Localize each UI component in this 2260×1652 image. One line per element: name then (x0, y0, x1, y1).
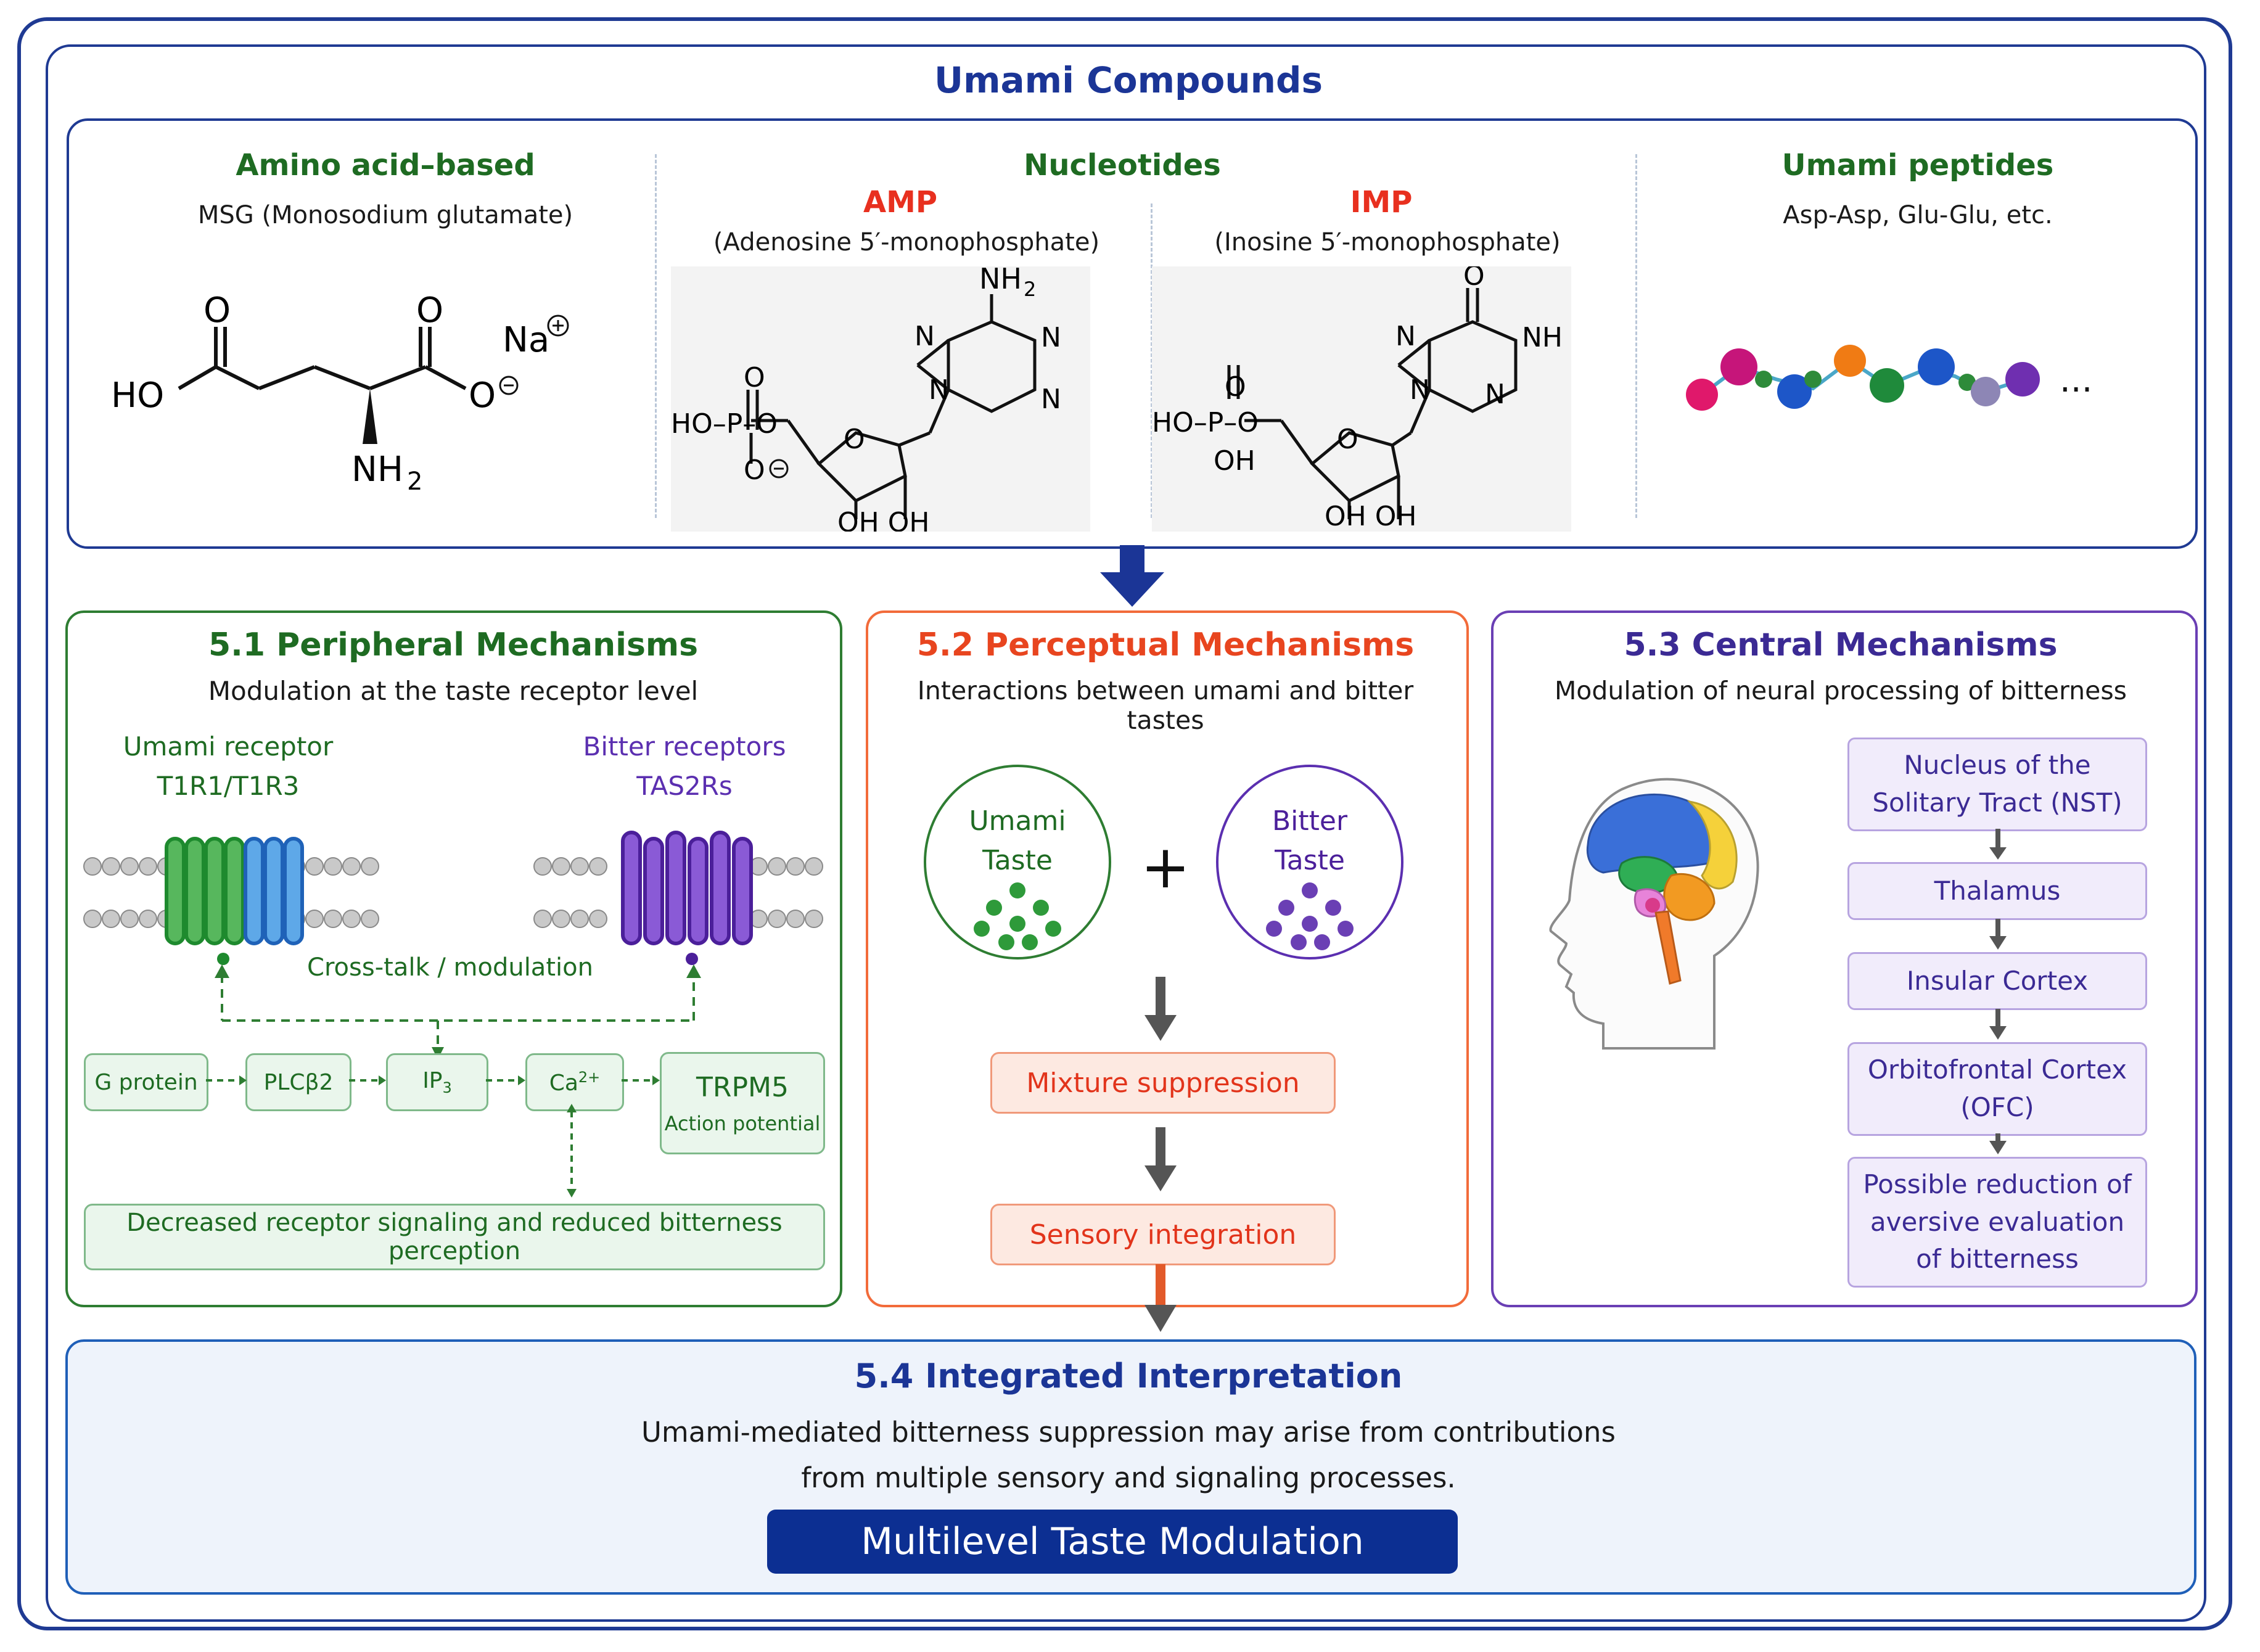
central-flow-arrows (1989, 829, 2007, 1154)
divider (655, 154, 657, 518)
arrow-down-icon (1144, 1127, 1177, 1191)
perceptual-panel (866, 610, 1469, 1307)
arrow-down-icon (1144, 977, 1177, 1041)
peptides-name: Asp-Asp, Glu-Glu, etc. (1783, 201, 2053, 229)
page-title: Umami Compounds (934, 59, 1323, 101)
umami-receptor-icon (83, 837, 379, 965)
peptides-heading: Umami peptides (1781, 148, 2054, 183)
bitter-taste-circle (1216, 765, 1403, 960)
svg-text:OH OH: OH OH (1325, 501, 1416, 532)
msg-name: MSG (Monosodium glutamate) (197, 201, 573, 229)
peptides-ellipsis: ... (2060, 360, 2092, 400)
svg-text:O: O (416, 290, 443, 331)
svg-text:O: O (1225, 371, 1246, 403)
outcome-box: Decreased receptor signaling and reduced… (84, 1204, 825, 1270)
svg-text:NH: NH (979, 266, 1022, 295)
svg-text:HO–P–O: HO–P–O (671, 408, 778, 440)
thalamus-box: Thalamus (1847, 862, 2147, 920)
imp-label: IMP (1350, 185, 1413, 220)
plc-box: PLCβ2 (245, 1053, 351, 1111)
svg-text:O: O (1463, 266, 1485, 292)
sensory-integration-box: Sensory integration (990, 1204, 1336, 1265)
svg-text:OH OH: OH OH (837, 507, 929, 532)
svg-text:N: N (1041, 322, 1061, 353)
ip3-box: IP3 (386, 1053, 488, 1111)
plus-sign: + (1140, 832, 1191, 902)
insular-cortex-box: Insular Cortex (1847, 952, 2147, 1010)
svg-text:O: O (203, 290, 231, 331)
divider (1151, 203, 1153, 518)
svg-text:O: O (744, 454, 765, 486)
ofc-box: Orbitofrontal Cortex(OFC) (1847, 1042, 2147, 1136)
svg-text:N: N (1041, 384, 1061, 415)
amp-name: (Adenosine 5′-monophosphate) (713, 228, 1100, 257)
bitter-receptor-label: Bitter receptors (583, 731, 786, 762)
perceptual-title: 5.2 Perceptual Mechanisms (916, 627, 1415, 664)
arrow-down-icon (1144, 1264, 1177, 1332)
outer-frame (17, 17, 2232, 1630)
crosstalk-arrows (215, 964, 701, 1059)
pathway-arrows (206, 1075, 660, 1198)
svg-text:OH: OH (1214, 445, 1255, 477)
amino-heading: Amino acid–based (236, 148, 535, 183)
svg-text:NH: NH (1522, 322, 1563, 353)
svg-text:HO: HO (111, 376, 164, 416)
divider (1635, 154, 1637, 518)
imp-structure: O N NH N N O HO–P–O O OH OH OH (1152, 266, 1571, 532)
svg-text:N: N (1410, 374, 1430, 406)
central-title: 5.3 Central Mechanisms (1624, 627, 2058, 664)
mixture-suppression-box: Mixture suppression (990, 1052, 1336, 1114)
peptide-chain-icon: ... (1686, 345, 2092, 411)
central-subtitle: Modulation of neural processing of bitte… (1554, 676, 2127, 705)
g-protein-box: G protein (84, 1053, 208, 1111)
svg-text:O: O (469, 376, 496, 416)
svg-text:NH: NH (351, 450, 403, 490)
svg-text:N: N (929, 374, 949, 406)
imp-name: (Inosine 5′-monophosphate) (1214, 228, 1561, 257)
peripheral-panel (65, 610, 842, 1307)
integrated-line2: from multiple sensory and signaling proc… (801, 1461, 1456, 1494)
trpm5-box: TRPM5 Action potential (660, 1052, 825, 1154)
peripheral-subtitle: Modulation at the taste receptor level (208, 676, 699, 706)
peripheral-title: 5.1 Peripheral Mechanisms (208, 627, 699, 664)
amp-label: AMP (863, 185, 938, 220)
svg-text:N: N (1485, 379, 1505, 410)
perceptual-subtitle: Interactions between umami and bitter ta… (917, 676, 1414, 735)
nucleotides-heading: Nucleotides (1024, 148, 1221, 183)
svg-text:N: N (914, 321, 935, 352)
integrated-line1: Umami-mediated bitterness suppression ma… (641, 1416, 1616, 1449)
multilevel-banner: Multilevel Taste Modulation (767, 1510, 1458, 1574)
bitter-receptor-id: TAS2Rs (636, 771, 733, 801)
svg-text:O: O (844, 424, 865, 455)
svg-text:Na: Na (503, 320, 549, 360)
svg-text:2: 2 (1024, 277, 1036, 301)
svg-text:HO–P–O: HO–P–O (1152, 407, 1259, 438)
umami-receptor-id: T1R1/T1R3 (157, 771, 300, 801)
brain-head-icon (1549, 778, 1759, 1050)
umami-receptor-label: Umami receptor (123, 731, 334, 762)
down-arrow-icon (1100, 545, 1164, 607)
svg-text:O: O (1337, 424, 1358, 455)
svg-text:N: N (1395, 321, 1416, 352)
integrated-title: 5.4 Integrated Interpretation (854, 1357, 1403, 1395)
svg-text:2: 2 (407, 467, 422, 493)
crosstalk-label: Cross-talk / modulation (307, 953, 593, 982)
bitter-receptor-icon (533, 831, 823, 965)
umami-taste-circle (924, 765, 1111, 960)
svg-text:O: O (744, 362, 765, 393)
inner-frame (46, 44, 2206, 1622)
